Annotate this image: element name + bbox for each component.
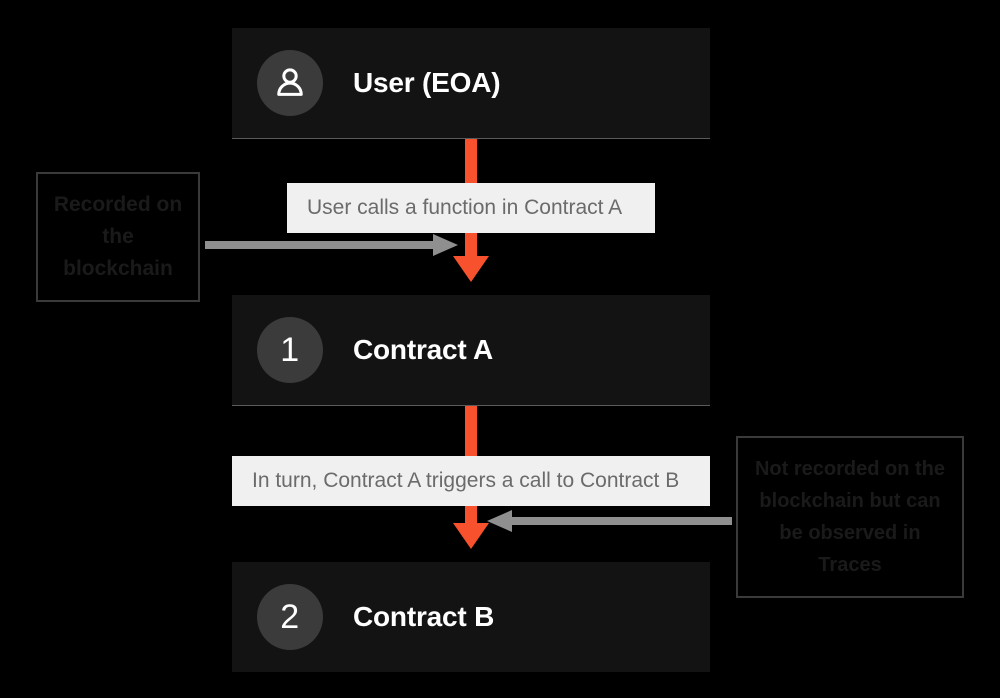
node-contract-a[interactable]: 1 Contract A (232, 295, 710, 406)
user-person-icon (257, 50, 323, 116)
step-number-badge: 2 (257, 584, 323, 650)
arrow-head-down-icon (453, 256, 489, 282)
node-label: User (EOA) (353, 67, 501, 98)
step-label-user-calls-contract-a: User calls a function in Contract A (287, 183, 655, 233)
node-user-eoa[interactable]: User (EOA) (232, 28, 710, 139)
annotation-arrow-left-pointing (487, 510, 732, 532)
arrow-shaft (511, 517, 732, 525)
arrow-head-icon (433, 234, 458, 256)
arrow-shaft (205, 241, 437, 249)
arrow-head-down-icon (453, 523, 489, 549)
node-contract-b[interactable]: 2 Contract B (232, 562, 710, 672)
step-label-contract-a-calls-contract-b: In turn, Contract A triggers a call to C… (232, 456, 710, 506)
annotation-arrow-right-pointing (205, 234, 458, 256)
step-number-badge: 1 (257, 317, 323, 383)
arrow-head-icon (487, 510, 512, 532)
callout-not-recorded-on-blockchain: Not recorded on the blockchain but can b… (736, 436, 964, 598)
node-label: Contract B (353, 601, 495, 632)
node-label: Contract A (353, 334, 494, 365)
callout-recorded-on-blockchain: Recorded on the blockchain (36, 172, 200, 302)
